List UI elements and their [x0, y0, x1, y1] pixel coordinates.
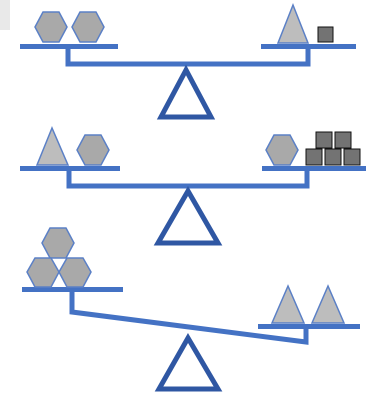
scale-1-fulcrum [156, 64, 216, 120]
scale-3-right-pan [258, 324, 360, 329]
scale-3-bar [69, 291, 309, 345]
hexagon [58, 257, 92, 288]
scale-2-fulcrum [153, 185, 223, 246]
hexagon [265, 134, 299, 166]
triangle [270, 284, 306, 324]
square [317, 26, 334, 43]
square [324, 148, 342, 166]
square [343, 148, 361, 166]
hexagon [76, 134, 110, 166]
scale-3 [22, 227, 360, 392]
square [334, 131, 352, 149]
corner-mark [0, 0, 10, 30]
scale-1 [20, 2, 356, 120]
hexagon [34, 11, 68, 43]
scale-2-bar [66, 169, 310, 189]
hexagon [71, 11, 105, 43]
square [305, 148, 323, 166]
scale-2 [20, 126, 366, 246]
scale-3-fulcrum [154, 333, 223, 392]
hexagon [41, 227, 75, 259]
scale-1-left-pan [20, 44, 118, 49]
square [315, 131, 333, 149]
triangle [35, 126, 70, 166]
triangle [310, 284, 346, 324]
scale-3-left-pan [22, 287, 123, 292]
triangle [276, 2, 310, 44]
scale-1-right-pan [261, 44, 356, 49]
hexagon [26, 257, 60, 288]
scale-2-right-pan [262, 166, 366, 171]
scale-1-bar [65, 47, 311, 67]
scale-2-left-pan [20, 166, 120, 171]
